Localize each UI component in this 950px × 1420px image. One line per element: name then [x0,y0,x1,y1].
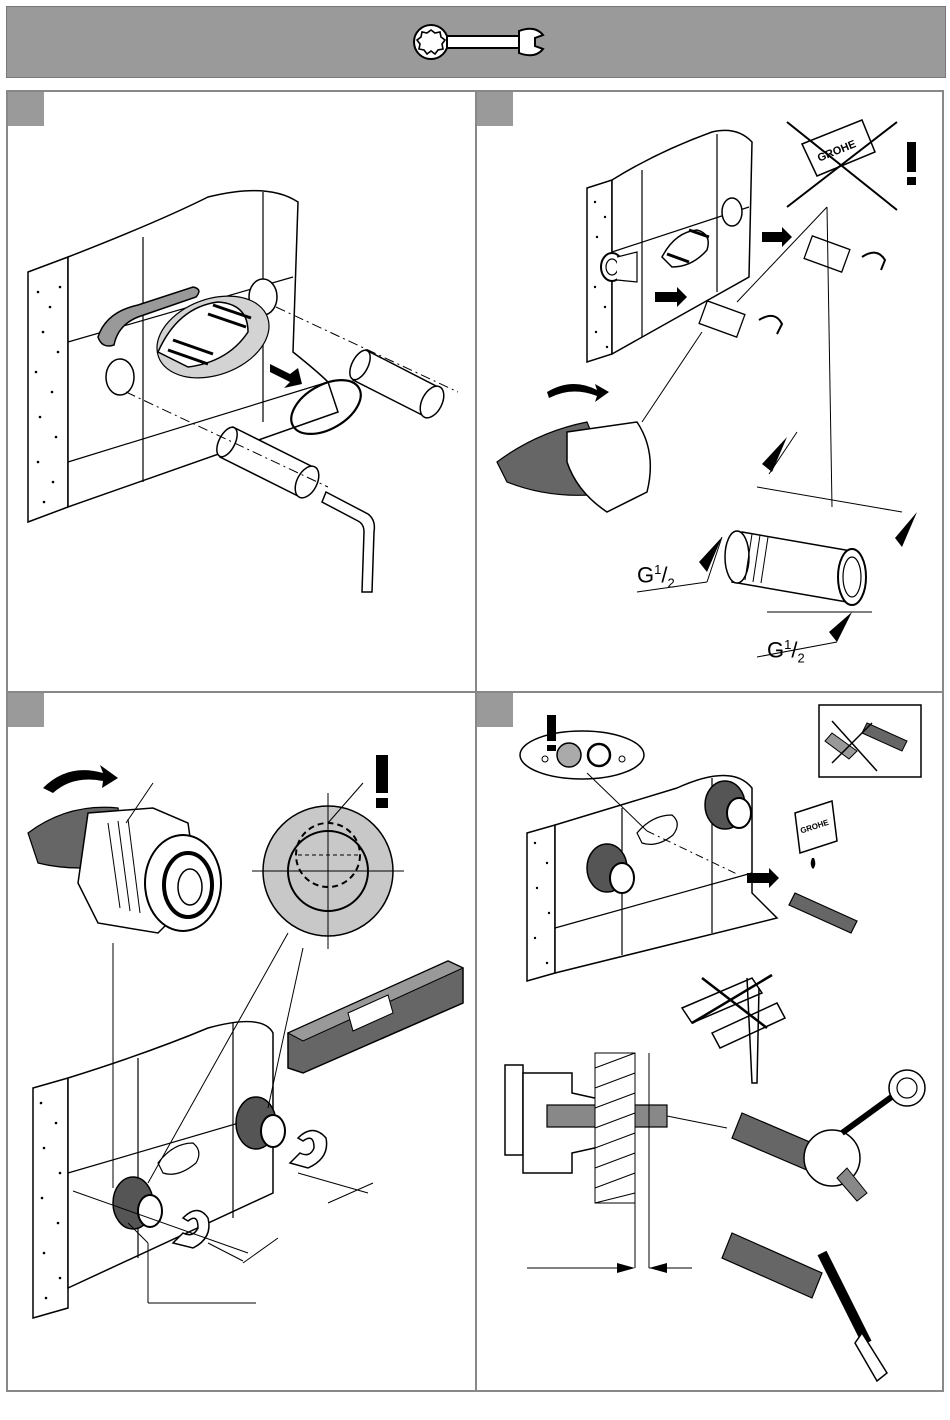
thread-label-a: G1/2 [637,562,675,591]
thread-label-b: G1/2 [767,637,805,666]
wrench-icon [411,21,551,63]
step-4-panel: GROHE [477,693,942,1390]
step-3-panel [8,693,477,1390]
step-3-illustration [8,693,477,1390]
header-bar [6,6,946,78]
step-2-panel: GROHE [477,92,942,693]
step-2-illustration: GROHE [477,92,942,693]
step-4-illustration: GROHE [477,693,942,1390]
step-1-illustration [8,92,477,693]
instruction-grid: GROHE [6,90,944,1392]
step-1-panel [8,92,477,693]
